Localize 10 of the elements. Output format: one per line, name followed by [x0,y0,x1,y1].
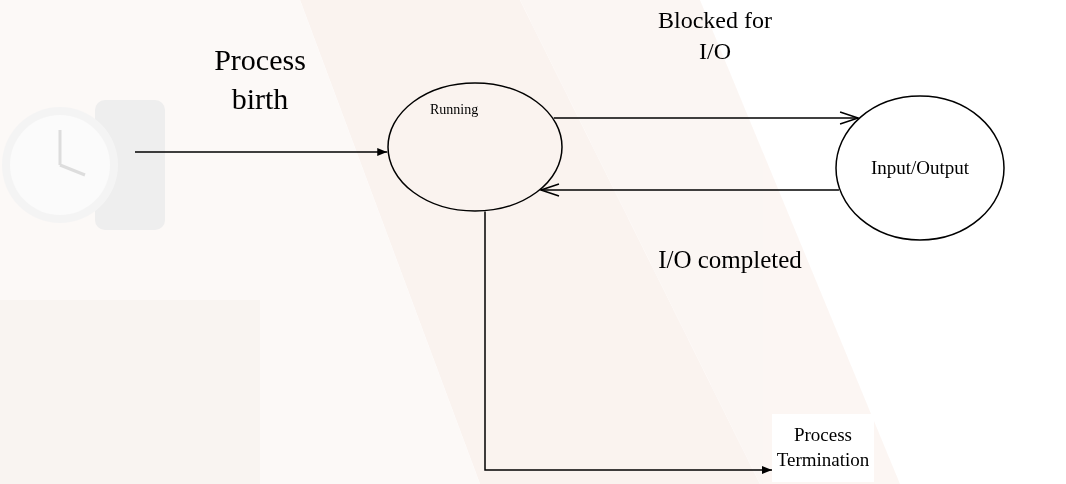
state-name: Process Termination [775,423,871,472]
edge-label: I/O completed [657,245,803,275]
arrow [134,148,388,156]
arrow [484,210,773,474]
state-name: Running [430,102,479,118]
edge-label: Blocked for I/O [657,6,773,67]
edge-label: Process birth [213,42,307,117]
arrow [540,183,840,197]
arrow [553,111,859,125]
state-name: Input/Output [869,157,971,179]
